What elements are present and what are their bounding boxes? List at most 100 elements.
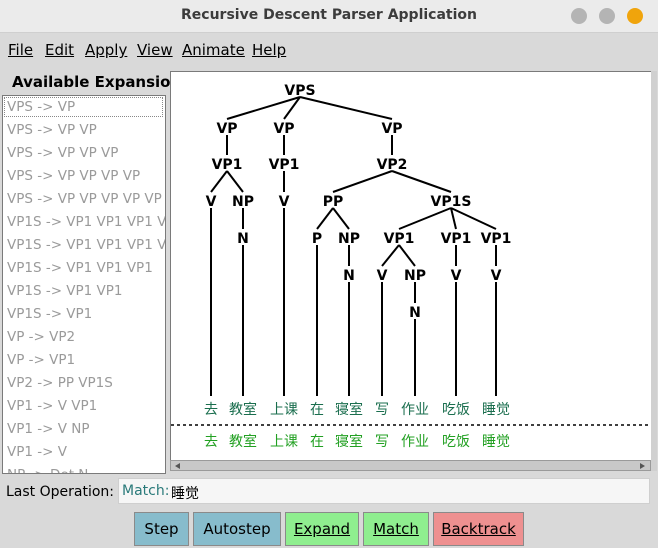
tree-edge — [283, 96, 301, 120]
expansion-item[interactable]: VP1 -> V — [7, 444, 67, 460]
tree-node[interactable]: P — [312, 231, 322, 247]
tree-node[interactable]: V — [491, 268, 502, 284]
scroll-right-icon[interactable] — [640, 463, 645, 469]
expansion-item[interactable]: NP -> Det N — [7, 467, 88, 473]
tree-edge — [450, 207, 497, 230]
expand-button[interactable]: Expand — [285, 512, 359, 546]
tree-leaf[interactable]: 写 — [375, 402, 389, 418]
expansion-item[interactable]: VP1S -> VP1 VP1 VP1 VP1 — [7, 214, 166, 230]
right-edge-bar — [651, 71, 657, 471]
tree-edge — [332, 170, 393, 193]
tree-node[interactable]: V — [206, 194, 217, 210]
sentence-word[interactable]: 在 — [310, 434, 324, 450]
scroll-arrows — [175, 463, 645, 469]
expansion-item[interactable]: VP1 -> V NP — [7, 421, 90, 437]
menu-apply[interactable]: Apply — [85, 41, 127, 59]
menu-animate-label: Animate — [182, 41, 245, 59]
close-button[interactable] — [627, 8, 643, 24]
tree-node[interactable]: PP — [323, 194, 344, 210]
menu-edit-label: Edit — [45, 41, 75, 59]
expansion-item[interactable]: VP1S -> VP1 VP1 VP1 VP1 — [7, 237, 166, 253]
tree-leaf[interactable]: 上课 — [270, 402, 298, 418]
minimize-button[interactable] — [571, 8, 587, 24]
menu-file[interactable]: File — [8, 41, 33, 59]
sentence-word[interactable]: 吃饭 — [442, 434, 470, 450]
tree-node[interactable]: VP1S — [431, 194, 472, 210]
tree-node[interactable]: VP1 — [481, 231, 512, 247]
expansion-item[interactable]: VPS -> VP — [7, 99, 76, 115]
tree-edge — [226, 170, 244, 193]
tree-node[interactable]: V — [451, 268, 462, 284]
sentence-word[interactable]: 作业 — [401, 434, 429, 450]
match-button[interactable]: Match — [363, 512, 429, 546]
tree-node[interactable]: VP — [216, 121, 237, 137]
menu-view[interactable]: View — [137, 41, 173, 59]
expansion-item[interactable]: VP2 -> PP VP1S — [7, 375, 113, 391]
expansion-item[interactable]: VPS -> VP VP — [7, 122, 97, 138]
tree-node[interactable]: VP1 — [441, 231, 472, 247]
expansion-item[interactable]: VP -> VP1 — [7, 352, 76, 368]
tree-node[interactable]: VP2 — [377, 157, 408, 173]
expansion-item[interactable]: VPS -> VP VP VP VP — [7, 168, 141, 184]
expansion-item[interactable]: VP1S -> VP1 VP1 — [7, 283, 123, 299]
tree-node[interactable]: VP1 — [269, 157, 300, 173]
tree-edge — [316, 207, 334, 230]
tree-node[interactable]: N — [343, 268, 355, 284]
expansion-item[interactable]: VPS -> VP VP VP VP VP — [7, 191, 162, 207]
tree-leaf[interactable]: 教室 — [229, 401, 257, 418]
menu-animate[interactable]: Animate — [182, 41, 245, 59]
step-button[interactable]: Step — [134, 512, 189, 546]
tree-leaf[interactable]: 睡觉 — [482, 402, 510, 418]
tree-edge — [210, 170, 228, 193]
tree-node[interactable]: V — [279, 194, 290, 210]
expand-button-label: Expand — [293, 520, 351, 538]
scroll-left-icon[interactable] — [175, 463, 180, 469]
tree-node[interactable]: VPS — [284, 83, 315, 99]
sentence-word[interactable]: 教室 — [229, 433, 257, 450]
autostep-button[interactable]: Autostep — [193, 512, 281, 546]
tree-node[interactable]: VP1 — [212, 157, 243, 173]
menu-apply-label: Apply — [85, 41, 128, 59]
tree-node[interactable]: NP — [232, 194, 254, 210]
step-button-label: Step — [144, 520, 179, 538]
tree-edge — [226, 96, 301, 120]
expansion-item[interactable]: VP -> VP2 — [7, 329, 76, 345]
expansions-heading: Available Expansions — [12, 73, 191, 91]
tree-node[interactable]: VP1 — [384, 231, 415, 247]
tree-leaf[interactable]: 作业 — [401, 402, 429, 418]
menu-help[interactable]: Help — [252, 41, 286, 59]
horizontal-scrollbar[interactable] — [170, 460, 651, 471]
tree-leaf[interactable]: 去 — [204, 402, 218, 418]
tree-node[interactable]: NP — [338, 231, 360, 247]
tree-node[interactable]: VP — [381, 121, 402, 137]
sentence-word[interactable]: 写 — [375, 434, 389, 450]
match-button-label: Match — [373, 520, 419, 538]
backtrack-button[interactable]: Backtrack — [433, 512, 524, 546]
expansion-item[interactable]: VPS -> VP VP VP — [7, 145, 119, 161]
tree-edge — [391, 170, 452, 193]
maximize-button[interactable] — [599, 8, 615, 24]
sentence-word[interactable]: 睡觉 — [482, 434, 510, 450]
tree-edge — [381, 244, 400, 267]
tree-leaf[interactable]: 吃饭 — [442, 402, 470, 418]
expansion-item[interactable]: VP1S -> VP1 VP1 VP1 — [7, 260, 153, 276]
tree-node[interactable]: N — [237, 231, 249, 247]
window-title: Recursive Descent Parser Application — [181, 7, 477, 23]
sentence-word[interactable]: 去 — [204, 434, 218, 450]
tree-node[interactable]: VP — [273, 121, 294, 137]
expansion-item[interactable]: VP1 -> V VP1 — [7, 398, 98, 414]
sentence-word[interactable]: 上课 — [270, 434, 298, 450]
backtrack-button-label: Backtrack — [441, 520, 516, 538]
expansion-item[interactable]: VP1S -> VP1 — [7, 306, 93, 322]
tree-leaf[interactable]: 寝室 — [335, 401, 363, 418]
sentence-word[interactable]: 寝室 — [335, 433, 363, 450]
tree-leaf[interactable]: 在 — [310, 402, 324, 418]
tree-node[interactable]: NP — [404, 268, 426, 284]
tree-node[interactable]: V — [377, 268, 388, 284]
tree-edge — [332, 207, 350, 230]
menu-edit[interactable]: Edit — [45, 41, 74, 59]
expansions-list[interactable]: VPS -> VP VPS -> VP VP VPS -> VP VP VP VPS … — [2, 95, 166, 474]
menu-view-label: View — [137, 41, 173, 59]
tree-node[interactable]: N — [409, 305, 421, 321]
